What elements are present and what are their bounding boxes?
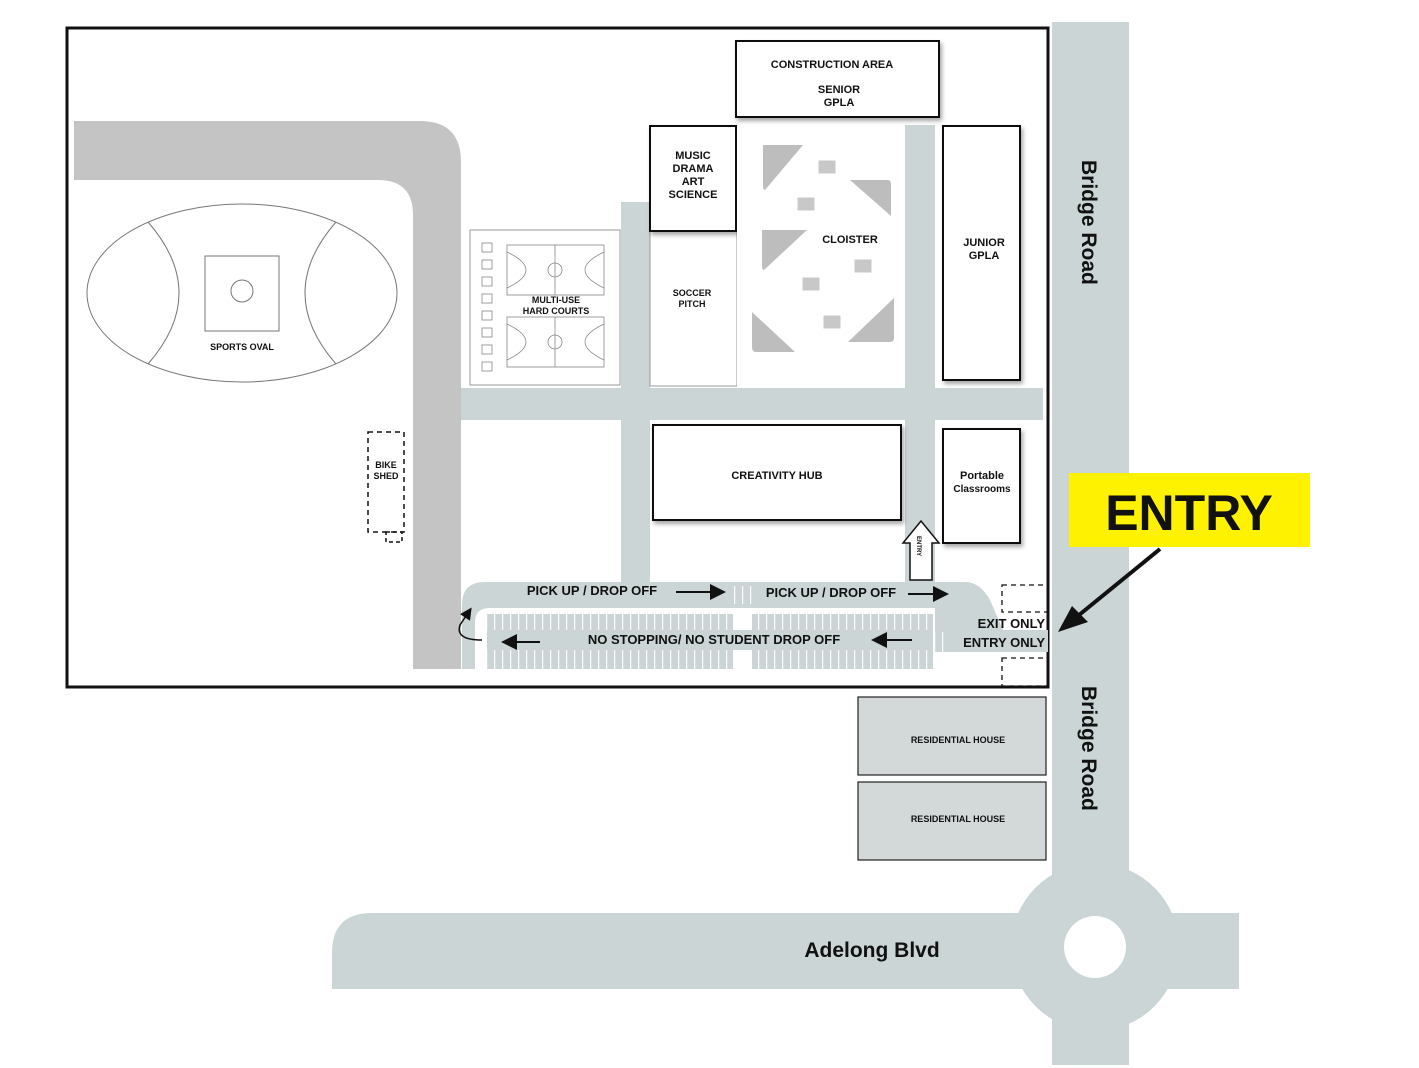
construction-label: CONSTRUCTION AREA <box>771 59 893 71</box>
junior-gpla-label: GPLA <box>969 250 1000 262</box>
creativity-hub <box>652 424 902 521</box>
internal-path-left <box>621 202 650 592</box>
entry-pointer-arrowhead-icon <box>1058 606 1088 632</box>
senior-gpla-label: GPLA <box>824 97 855 109</box>
entry-only-label: ENTRY ONLY <box>963 635 1045 650</box>
bridge-road-label-bottom: Bridge Road <box>1077 686 1100 811</box>
school-boundary <box>65 26 1050 689</box>
sports-oval: SPORTS OVAL <box>86 203 398 383</box>
internal-path-horizontal <box>461 388 1043 420</box>
entry-sign-label: ENTRY <box>1105 485 1273 541</box>
bridge-road-label-top: Bridge Road <box>1077 160 1100 285</box>
senior-label: SENIOR <box>818 84 860 96</box>
soccer-pitch <box>649 230 738 387</box>
music-drama-art-science-building <box>649 125 737 232</box>
residential-label-1: RESIDENTIAL HOUSE <box>911 735 1005 745</box>
junior-label: JUNIOR <box>963 237 1005 249</box>
perimeter-path <box>74 121 461 669</box>
no-stopping-label: NO STOPPING/ NO STUDENT DROP OFF <box>588 632 840 647</box>
residential-label-2: RESIDENTIAL HOUSE <box>911 814 1005 824</box>
portable-label-2: Classrooms <box>953 484 1011 495</box>
residential-house-1 <box>857 696 1047 776</box>
cloister: CLOISTER <box>737 125 905 388</box>
bike-shed-label-1: BIKE <box>375 460 397 470</box>
u-turn-arrow-icon <box>458 607 483 641</box>
residential-house-2 <box>857 781 1047 861</box>
small-entry-label: ENTRY <box>915 536 921 556</box>
soccer-label-1: SOCCER <box>673 288 712 298</box>
courts-label-1: MULTI-USE <box>532 295 580 305</box>
dashed-zone <box>1001 584 1049 613</box>
cloister-label: CLOISTER <box>822 234 878 246</box>
music-label: MUSIC <box>675 150 711 162</box>
drama-label: DRAMA <box>673 163 714 175</box>
junior-gpla <box>942 125 1021 381</box>
portable-classrooms <box>942 428 1021 544</box>
bike-shed-label-2: SHED <box>373 471 399 481</box>
pickup-dropoff-label-1: PICK UP / DROP OFF <box>527 583 657 598</box>
portable-label-1: Portable <box>960 470 1004 482</box>
roundabout-island <box>1064 916 1126 978</box>
soccer-label-2: PITCH <box>679 299 706 309</box>
dashed-zone <box>1001 657 1049 687</box>
bike-shed: BIKE SHED <box>367 431 405 543</box>
entry-sign <box>1069 473 1310 547</box>
sports-oval-label: SPORTS OVAL <box>210 342 274 352</box>
adelong-blvd-label: Adelong Blvd <box>804 939 939 962</box>
pedestrian-entry-arrow: ENTRY <box>901 519 941 581</box>
exit-only-label: EXIT ONLY <box>978 616 1046 631</box>
creativity-label: CREATIVITY HUB <box>731 470 822 482</box>
entry-pointer-arrow-icon <box>1066 547 1162 626</box>
art-label: ART <box>682 176 705 188</box>
pickup-dropoff-label-2: PICK UP / DROP OFF <box>766 585 896 600</box>
hard-courts: MULTI-USE HARD COURTS <box>469 229 621 386</box>
adelong-blvd <box>332 913 1239 989</box>
construction-area <box>735 40 940 118</box>
courts-label-2: HARD COURTS <box>523 306 590 316</box>
science-label: SCIENCE <box>669 189 718 201</box>
internal-path-right <box>905 125 935 595</box>
